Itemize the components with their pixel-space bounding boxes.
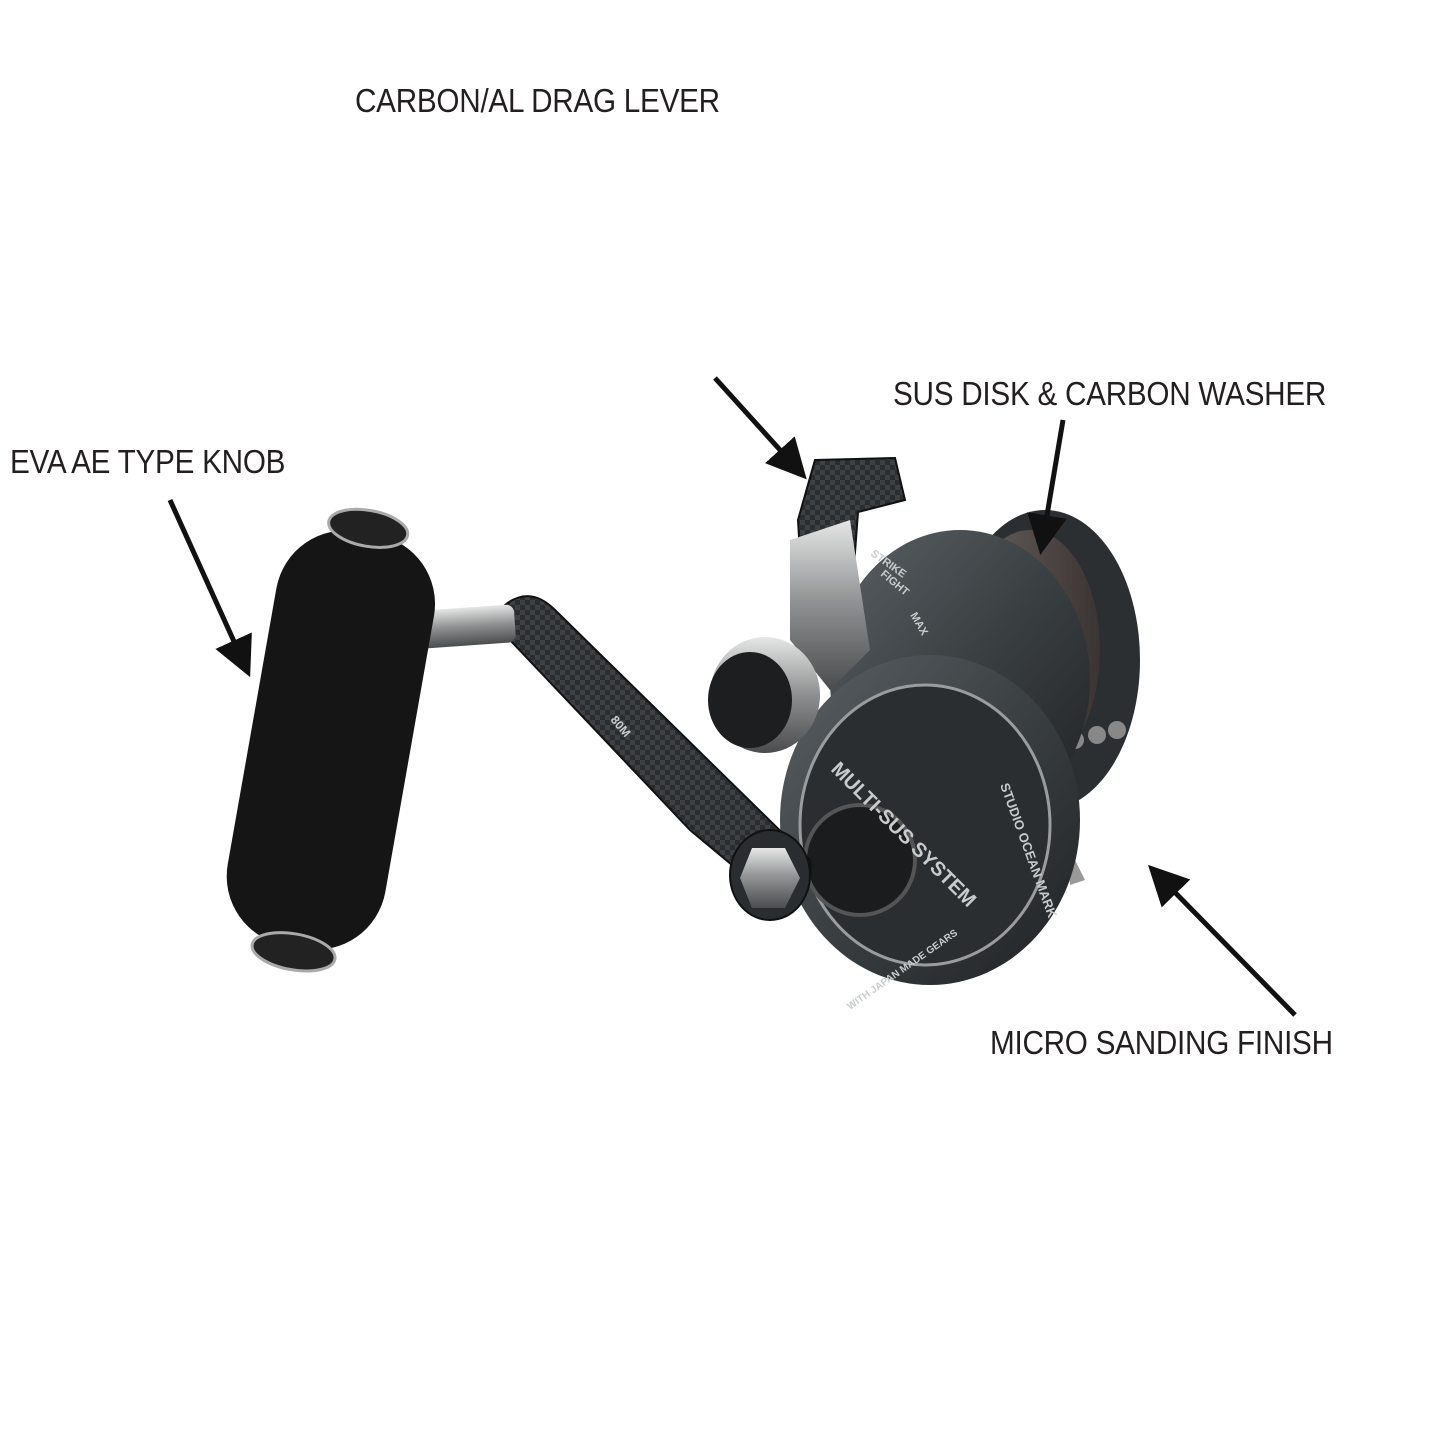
annotation-drag-lever: CARBON/AL DRAG LEVER <box>355 82 720 119</box>
handle-arm: 80M <box>503 595 812 921</box>
lever-base <box>790 520 870 690</box>
reel-body: MULTI-SUS SYSTEM STUDIO OCEAN MARK WITH … <box>780 530 1090 1012</box>
finish-arrow <box>1148 864 1297 1017</box>
knob-arrow <box>167 498 252 678</box>
eva-knob <box>226 507 436 973</box>
annotation-sus-disk: SUS DISK & CARBON WASHER <box>893 375 1327 412</box>
star-drag-cap <box>708 637 820 753</box>
sus-disk-arrow <box>1027 419 1067 555</box>
annotation-knob: EVA AE TYPE KNOB <box>10 443 286 480</box>
annotation-finish: MICRO SANDING FINISH <box>990 1024 1333 1061</box>
drag-lever-arrow <box>713 376 807 480</box>
